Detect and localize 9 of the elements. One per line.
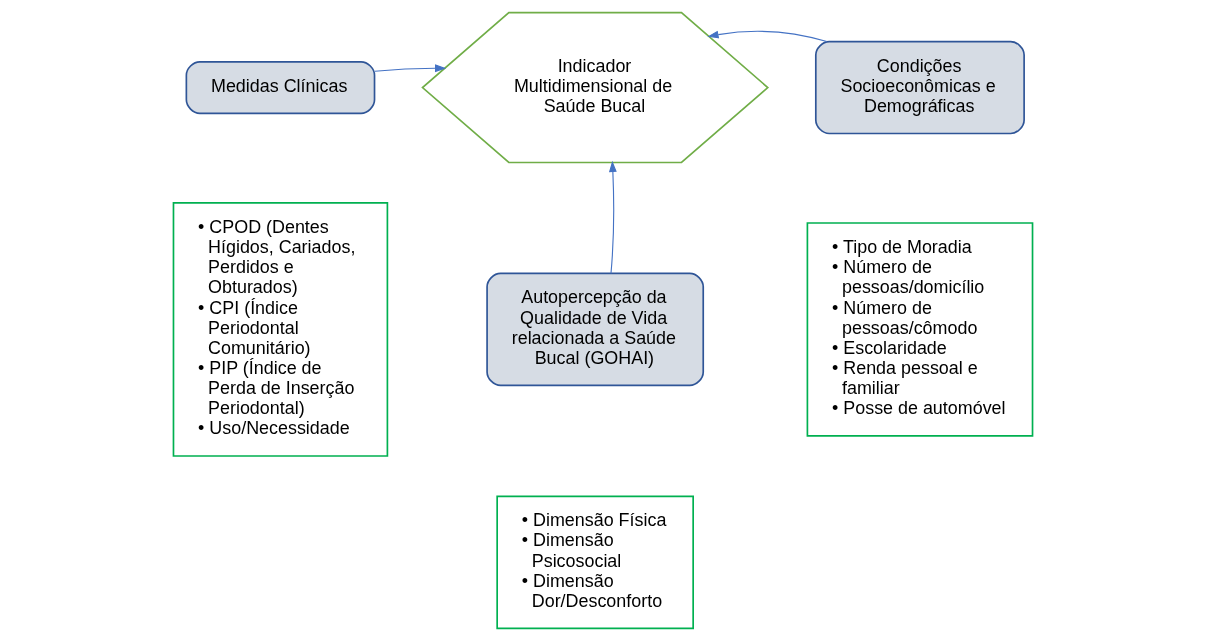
node-box: • CPOD (Dentes Hígidos, Cariados, Perdidos e Obturados) • CPI (Índice Periodontal Comunitário) • PIP (Índice de Perda de Inserção Periodontal) • Uso/Necessidade <box>172 202 389 457</box>
arrow <box>608 160 617 274</box>
node-box: Autopercepção da Qualidade de Vida relacionada a Saúde Bucal (GOHAI) <box>486 272 705 387</box>
node-box: • Dimensão Física • Dimensão Psicosocial • Dimensão Dor/Desconforto <box>496 495 694 630</box>
arrow <box>374 64 447 73</box>
arrow <box>707 30 828 43</box>
node-box: • Tipo de Moradia • Número de pessoas/domicílio • Número de pessoas/cômodo • Escolaridade • Renda pessoal e familiar • Posse de automóvel <box>806 222 1034 437</box>
node-box: Medidas Clínicas <box>185 60 376 115</box>
node-box: Condições Socioeconômicas e Demográficas <box>814 40 1025 135</box>
